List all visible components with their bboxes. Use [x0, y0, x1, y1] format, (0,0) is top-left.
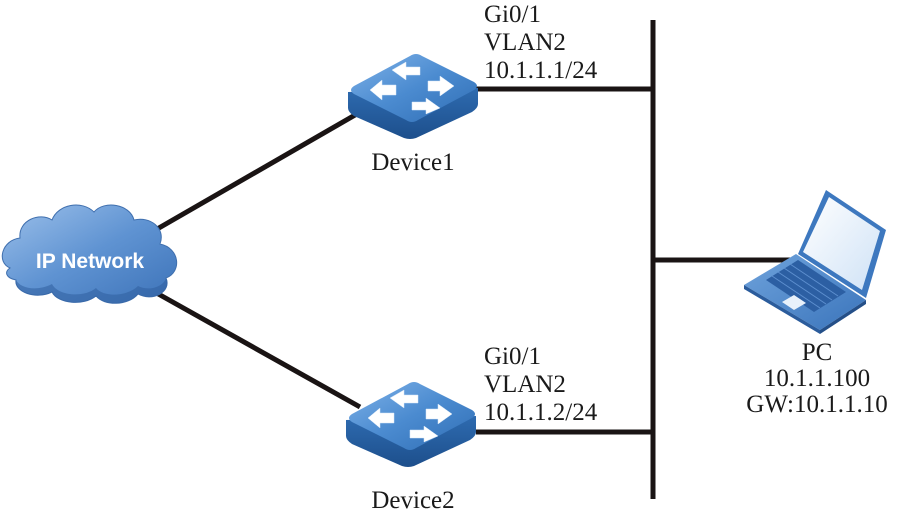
cloud-node[interactable]: IP Network — [1, 204, 177, 304]
switch-icon — [348, 54, 478, 139]
device2-port: Gi0/1 — [484, 343, 541, 370]
device2-ip: 10.1.1.2/24 — [484, 399, 598, 426]
laptop-icon — [744, 190, 886, 334]
device1-interface-labels: Gi0/1 VLAN2 10.1.1.1/24 — [484, 1, 598, 84]
link-cloud-device1 — [143, 108, 364, 239]
device2-vlan: VLAN2 — [484, 371, 566, 398]
pc-gateway: GW:10.1.1.10 — [746, 391, 887, 418]
device1-ip: 10.1.1.1/24 — [484, 57, 598, 84]
device1-label: Device1 — [371, 149, 454, 176]
device2-interface-labels: Gi0/1 VLAN2 10.1.1.2/24 — [484, 343, 598, 426]
cloud-icon — [1, 204, 177, 304]
switch-icon — [346, 382, 476, 467]
pc-node[interactable]: PC 10.1.1.100 GW:10.1.1.10 — [744, 190, 888, 418]
device2-node[interactable]: Device2 — [346, 382, 476, 514]
pc-label: PC — [802, 339, 833, 366]
device1-node[interactable]: Device1 — [348, 54, 478, 176]
cloud-label: IP Network — [36, 250, 144, 273]
pc-ip: 10.1.1.100 — [764, 365, 870, 392]
device1-vlan: VLAN2 — [484, 29, 566, 56]
link-cloud-device2 — [151, 288, 362, 410]
device1-port: Gi0/1 — [484, 1, 541, 28]
device2-label: Device2 — [371, 487, 454, 514]
links — [143, 20, 795, 499]
